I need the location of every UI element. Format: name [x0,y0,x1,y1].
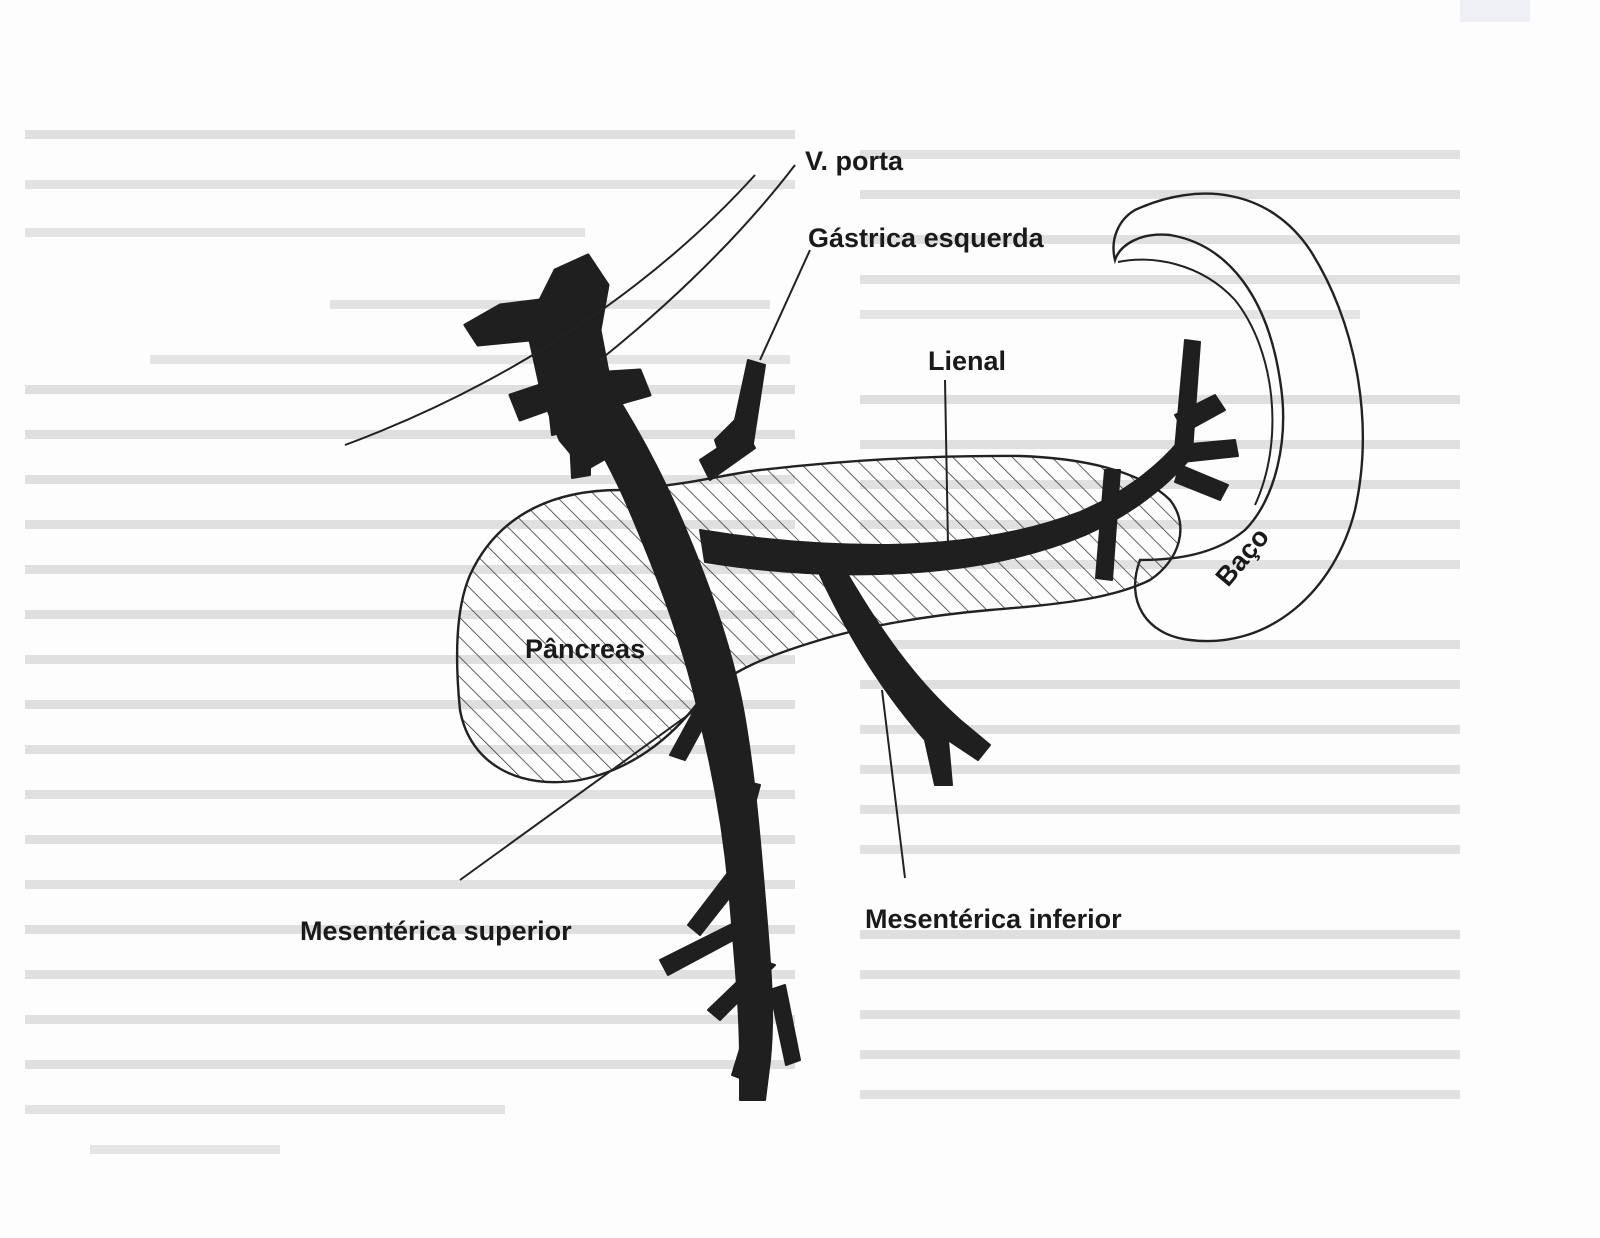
label-v-porta: V. porta [805,146,904,176]
leader-lines [344,164,949,881]
label-gastrica-esquerda: Gástrica esquerda [808,223,1045,253]
label-mesenterica-inferior: Mesentérica inferior [865,904,1122,934]
label-baco: Baço [1210,522,1275,592]
label-pancreas: Pâncreas [525,634,645,664]
label-mesenterica-superior: Mesentérica superior [300,916,572,946]
label-lienal: Lienal [928,346,1006,376]
